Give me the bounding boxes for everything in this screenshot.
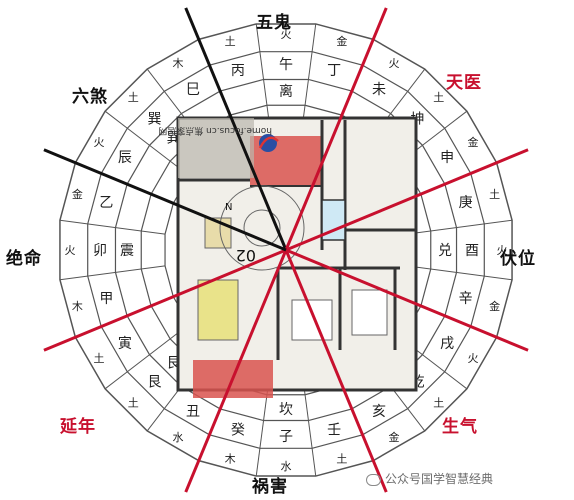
mountain-ring-character: 寅 (118, 335, 132, 352)
mountain-ring-character: 卯 (93, 243, 107, 259)
plan-labels: 02 N home.focus.cn 焦点家居网 (158, 125, 272, 265)
watermark: 公众号国学智慧经典 (366, 470, 493, 487)
outer-ring-element: 木 (225, 452, 236, 465)
mountain-ring-character: 辛 (459, 291, 473, 307)
direction-line (285, 248, 529, 352)
direction-line (43, 148, 287, 252)
direction-label-southwest: 延年 (60, 417, 96, 437)
outer-ring-element: 木 (173, 57, 184, 70)
outer-ring-element: 金 (336, 34, 347, 48)
mountain-ring-character: 癸 (231, 423, 245, 439)
outer-ring-element: 土 (433, 91, 444, 104)
direction-line (43, 248, 287, 352)
sofa (197, 279, 239, 341)
direction-label-south: 祸害 (252, 477, 288, 497)
direction-label-southeast: 生气 (442, 417, 478, 437)
outer-ring-element: 金 (72, 187, 83, 201)
outer-ring-element: 火 (93, 136, 104, 149)
outer-ring-element: 土 (433, 397, 444, 410)
trigram-character: 震 (120, 243, 134, 259)
outer-ring-element: 土 (225, 35, 236, 48)
mountain-ring-character: 亥 (372, 404, 386, 420)
mountain-ring-character: 丙 (231, 63, 245, 79)
mountain-ring-character: 艮 (147, 374, 161, 390)
mountain-ring-character: 子 (279, 429, 293, 445)
mountain-ring-character: 丑 (186, 404, 200, 420)
outer-ring-element: 水 (173, 431, 184, 444)
direction-label-north: 五鬼 (256, 13, 292, 33)
outer-ring-element: 金 (468, 135, 479, 149)
compass-north-letter: N (225, 202, 232, 213)
direction-label-west: 绝命 (6, 249, 42, 269)
north-room-pattern (178, 118, 254, 178)
direction-label-northwest: 六煞 (72, 87, 108, 107)
wechat-icon (366, 473, 381, 486)
mountain-ring-character: 午 (279, 57, 293, 73)
mountain-ring-character: 巽 (147, 111, 161, 127)
mountain-ring-character: 壬 (327, 423, 341, 439)
outer-ring-element: 木 (72, 300, 83, 313)
direction-lines (43, 7, 529, 493)
direction-line (284, 249, 388, 493)
direction-label-east: 伏位 (500, 249, 536, 269)
compass-center (219, 185, 305, 271)
watermark-text: 公众号国学智慧经典 (385, 472, 494, 486)
mountain-ring-character: 酉 (465, 243, 479, 259)
direction-line (184, 7, 288, 251)
outer-ring-element: 金 (389, 430, 400, 444)
mountain-ring-character: 未 (372, 82, 386, 98)
direction-line (285, 148, 529, 252)
brand-text: home.focus.cn 焦点家居网 (158, 125, 272, 137)
trigram-character: 兑 (438, 243, 452, 259)
outer-ring-element: 土 (128, 91, 139, 104)
outer-ring-element: 火 (468, 352, 479, 365)
direction-line (284, 7, 388, 251)
mountain-ring-character: 庚 (459, 195, 473, 211)
outer-ring-element: 火 (281, 28, 292, 41)
outer-ring-element: 火 (65, 244, 76, 257)
outer-ring-element: 土 (336, 452, 347, 465)
outer-ring-element: 土 (93, 352, 104, 365)
outer-ring-element: 火 (389, 57, 400, 70)
mountain-ring-character: 乙 (99, 195, 113, 211)
trigram-character: 离 (279, 83, 293, 100)
mountain-ring-character: 申 (440, 150, 454, 166)
outer-ring-element: 土 (489, 188, 500, 201)
mountain-ring-character: 辰 (118, 150, 132, 166)
outer-ring-element: 土 (128, 397, 139, 410)
floor-plan (176, 116, 418, 398)
mountain-ring-character: 甲 (99, 291, 113, 307)
outer-ring-element: 金 (489, 299, 500, 313)
bed-2 (351, 289, 388, 336)
center-number: 02 (236, 246, 256, 265)
bed-1 (291, 299, 333, 341)
direction-line (184, 249, 288, 493)
outer-ring-element: 水 (281, 460, 292, 473)
trigram-character: 坎 (279, 402, 293, 418)
mountain-ring-character: 丁 (327, 63, 341, 79)
mountain-ring-character: 巳 (186, 82, 200, 98)
direction-label-northeast: 天医 (446, 73, 482, 93)
outer-ring-element: 火 (497, 244, 508, 257)
mountain-ring-character: 戌 (440, 336, 454, 352)
